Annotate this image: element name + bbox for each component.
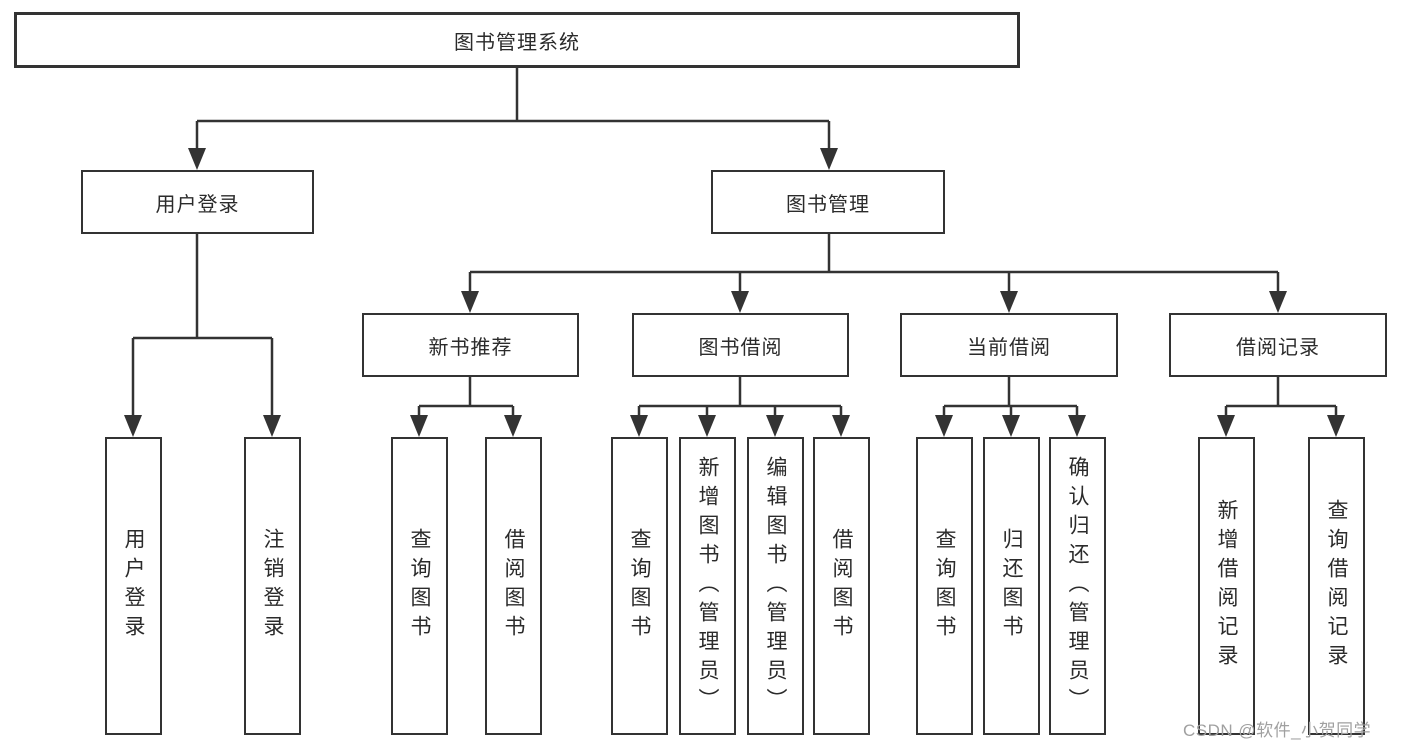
leaf-add-book-admin: 新增图书（管理员） — [679, 437, 736, 735]
node-new-book-recommend: 新书推荐 — [362, 313, 579, 377]
leaf-add-borrow-record: 新增借阅记录 — [1198, 437, 1255, 735]
leaf-query-books-current: 查询图书 — [916, 437, 973, 735]
node-borrow-records: 借阅记录 — [1169, 313, 1387, 377]
node-user-login-branch: 用户登录 — [81, 170, 314, 234]
arrowheads — [124, 148, 1345, 437]
leaf-logout: 注销登录 — [244, 437, 301, 735]
leaf-query-books-recommend: 查询图书 — [391, 437, 448, 735]
leaf-borrow-books-borrow: 借阅图书 — [813, 437, 870, 735]
tree-edges — [131, 68, 1338, 418]
node-root-system: 图书管理系统 — [14, 12, 1020, 68]
leaf-edit-book-admin: 编辑图书（管理员） — [747, 437, 804, 735]
node-book-borrow: 图书借阅 — [632, 313, 849, 377]
csdn-watermark: CSDN @软件_小贺同学 — [1183, 721, 1372, 740]
leaf-confirm-return-admin: 确认归还（管理员） — [1049, 437, 1106, 735]
leaf-borrow-books-recommend: 借阅图书 — [485, 437, 542, 735]
leaf-query-books-borrow: 查询图书 — [611, 437, 668, 735]
node-current-borrow: 当前借阅 — [900, 313, 1118, 377]
node-book-mgmt-branch: 图书管理 — [711, 170, 945, 234]
leaf-query-borrow-record: 查询借阅记录 — [1308, 437, 1365, 735]
leaf-user-login: 用户登录 — [105, 437, 162, 735]
leaf-return-book: 归还图书 — [983, 437, 1040, 735]
